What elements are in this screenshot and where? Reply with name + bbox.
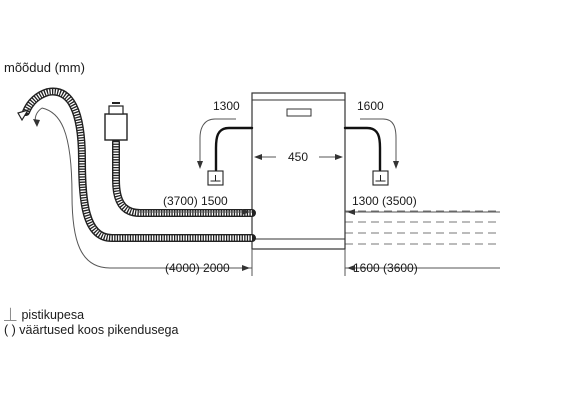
legend-parentheses: ( ) väärtused koos pikendusega — [4, 323, 178, 338]
legend-socket-label: pistikupesa — [21, 308, 85, 322]
dimension-left-up: 1300 — [213, 99, 240, 113]
dimension-right-up: 1600 — [357, 99, 384, 113]
dimension-width: 450 — [288, 150, 308, 164]
socket-icon-left — [207, 170, 224, 186]
right-power-cord: 1600 — [343, 99, 399, 172]
floor-lines — [345, 210, 500, 245]
drain-hose-icon — [17, 87, 256, 242]
dimension-left-lower: (4000) 2000 — [165, 261, 230, 275]
dimension-left-upper: (3700) 1500 — [163, 194, 228, 208]
dimension-right-lower: 1600 (3600) — [353, 261, 418, 275]
hose-length-lines — [33, 107, 500, 276]
legend-socket: ⏊ pistikupesa — [4, 308, 178, 323]
legend: ⏊ pistikupesa ( ) väärtused koos pikendu… — [4, 308, 178, 338]
dishwasher-icon — [251, 92, 346, 250]
inlet-hose-icon — [104, 102, 256, 217]
dimension-right-upper: 1300 (3500) — [352, 194, 417, 208]
socket-icon-right — [372, 170, 389, 186]
paren-symbol: ( ) — [4, 323, 16, 337]
legend-paren-label: väärtused koos pikendusega — [19, 323, 179, 337]
socket-symbol-icon: ⏊ — [4, 308, 17, 322]
left-power-cord: 1300 — [197, 99, 254, 172]
width-dimension: 450 — [254, 150, 343, 164]
units-label: mõõdud (mm) — [4, 60, 85, 75]
